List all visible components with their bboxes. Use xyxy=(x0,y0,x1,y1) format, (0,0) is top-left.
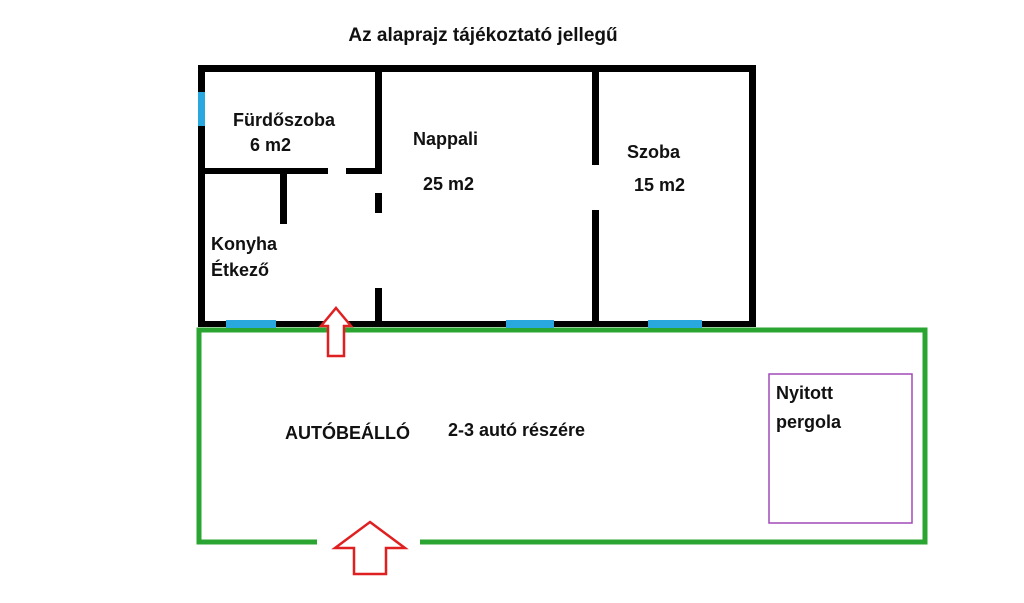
pergola-outline xyxy=(768,373,913,524)
entrance-arrow-yard xyxy=(331,520,409,576)
parking-label: AUTÓBEÁLLÓ xyxy=(285,422,410,443)
room-name-room: Szoba xyxy=(627,142,681,162)
room-name-kitchen: Konyha xyxy=(211,234,278,254)
parking-capacity: 2-3 autó részére xyxy=(448,420,585,440)
room-name-living: Nappali xyxy=(413,129,478,149)
room-area-living: 25 m2 xyxy=(423,174,474,194)
window-room xyxy=(648,320,702,328)
window-bathroom xyxy=(198,92,205,126)
parking-area-outline xyxy=(196,327,928,545)
plan-title: Az alaprajz tájékoztató jellegű xyxy=(348,25,617,46)
room-area-room: 15 m2 xyxy=(634,175,685,195)
pergola-label-line1: Nyitott xyxy=(776,383,833,403)
entrance-arrow-house xyxy=(318,306,354,358)
room-name-bathroom: Fürdőszoba xyxy=(233,110,336,130)
window-kitchen xyxy=(226,320,276,328)
room-name-dining: Étkező xyxy=(211,259,269,280)
house-walls xyxy=(198,65,756,327)
room-area-bathroom: 6 m2 xyxy=(250,135,291,155)
windows xyxy=(198,92,702,328)
pergola-label-line2: pergola xyxy=(776,412,842,432)
window-living xyxy=(506,320,554,328)
